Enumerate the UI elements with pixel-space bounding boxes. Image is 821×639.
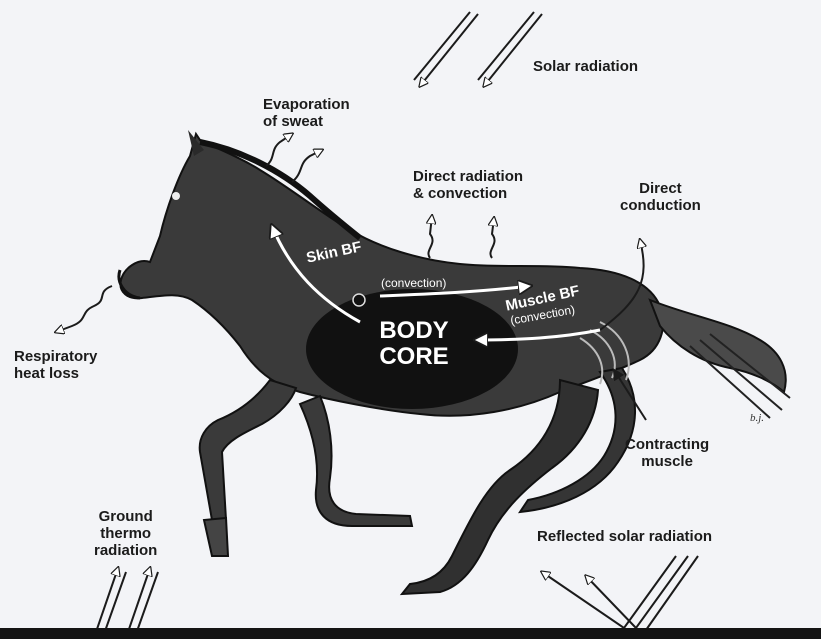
reflected-solar-arrows — [542, 556, 698, 630]
body-core-label: BODY CORE — [368, 318, 460, 370]
ground-thermo-label: Ground thermo radiation — [94, 508, 157, 559]
ground-thermo-arrows — [96, 568, 158, 634]
artist-initials: b.j. — [750, 412, 764, 424]
respiratory-arrow — [56, 286, 112, 332]
direct-conduction-label: Direct conduction — [620, 180, 701, 214]
reflected-solar-label: Reflected solar radiation — [537, 528, 712, 545]
skin-convection-label: (convection) — [381, 275, 446, 292]
contracting-muscle-label: Contracting muscle — [625, 436, 709, 470]
direct-radiation-arrows — [428, 216, 494, 258]
evaporation-arrows — [266, 134, 322, 182]
solar-radiation-arrows — [414, 12, 542, 86]
solar-radiation-label: Solar radiation — [533, 58, 638, 75]
evaporation-label: Evaporation of sweat — [263, 96, 350, 130]
ground-line — [0, 628, 821, 639]
respiratory-label: Respiratory heat loss — [14, 348, 97, 382]
direct-radiation-label: Direct radiation & convection — [413, 168, 523, 202]
